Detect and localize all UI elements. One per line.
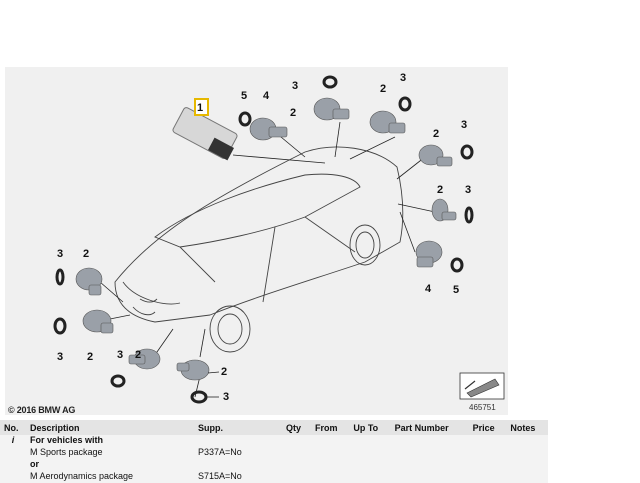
header-up-to: Up To xyxy=(349,420,391,435)
row-description: M Aerodynamics package xyxy=(26,471,194,483)
svg-text:3: 3 xyxy=(465,184,471,196)
diagram-reference-number: 465751 xyxy=(469,403,496,412)
header-notes: Notes xyxy=(506,420,548,435)
svg-text:2: 2 xyxy=(290,107,296,119)
table-header-row: No. Description Supp. Qty From Up To Par… xyxy=(0,420,548,435)
row-supp xyxy=(194,459,282,471)
row-description: For vehicles with xyxy=(26,435,194,447)
part-label-1: 1 xyxy=(197,102,203,114)
svg-text:5: 5 xyxy=(241,90,247,102)
svg-text:3: 3 xyxy=(223,391,229,403)
park-sensors xyxy=(75,97,457,381)
row-info-icon: i xyxy=(0,435,26,447)
row-supp xyxy=(194,435,282,447)
parts-table: No. Description Supp. Qty From Up To Par… xyxy=(0,420,548,483)
row-supp: S715A=No xyxy=(194,471,282,483)
seal-rings xyxy=(53,75,474,404)
row-supp: P337A=No xyxy=(194,447,282,459)
svg-text:2: 2 xyxy=(83,248,89,260)
control-unit: 1 xyxy=(172,98,238,161)
table-row: M Aerodynamics package S715A=No xyxy=(0,471,548,483)
parts-diagram: 1 3 2 3 2 5 4 2 3 2 3 4 xyxy=(5,67,508,415)
reference-icon xyxy=(459,372,505,400)
header-supp: Supp. xyxy=(194,420,282,435)
copyright-text: © 2016 BMW AG xyxy=(8,405,76,415)
svg-text:3: 3 xyxy=(400,72,406,84)
row-no xyxy=(0,447,26,459)
car-outline xyxy=(114,146,404,353)
svg-text:2: 2 xyxy=(221,366,227,378)
table-row: i For vehicles with xyxy=(0,435,548,447)
svg-text:2: 2 xyxy=(437,184,443,196)
svg-text:5: 5 xyxy=(453,284,459,296)
header-no: No. xyxy=(0,420,26,435)
svg-text:2: 2 xyxy=(135,349,141,361)
header-qty: Qty xyxy=(282,420,311,435)
svg-text:3: 3 xyxy=(57,248,63,260)
header-description: Description xyxy=(26,420,194,435)
svg-text:3: 3 xyxy=(57,351,63,363)
row-no xyxy=(0,459,26,471)
table-row: M Sports package P337A=No xyxy=(0,447,548,459)
row-no xyxy=(0,471,26,483)
svg-text:3: 3 xyxy=(292,80,298,92)
svg-text:3: 3 xyxy=(117,349,123,361)
row-description: M Sports package xyxy=(26,447,194,459)
svg-text:2: 2 xyxy=(433,128,439,140)
svg-text:3: 3 xyxy=(461,119,467,131)
part-labels: 3 2 3 2 5 4 2 3 2 3 4 5 3 2 3 2 3 2 2 3 xyxy=(57,72,471,403)
svg-text:4: 4 xyxy=(425,283,432,295)
header-part-number: Part Number xyxy=(390,420,469,435)
svg-text:2: 2 xyxy=(87,351,93,363)
svg-text:2: 2 xyxy=(380,83,386,95)
svg-text:4: 4 xyxy=(263,90,270,102)
row-description: or xyxy=(26,459,194,471)
header-from: From xyxy=(310,420,350,435)
header-price: Price xyxy=(468,420,507,435)
table-row: or xyxy=(0,459,548,471)
